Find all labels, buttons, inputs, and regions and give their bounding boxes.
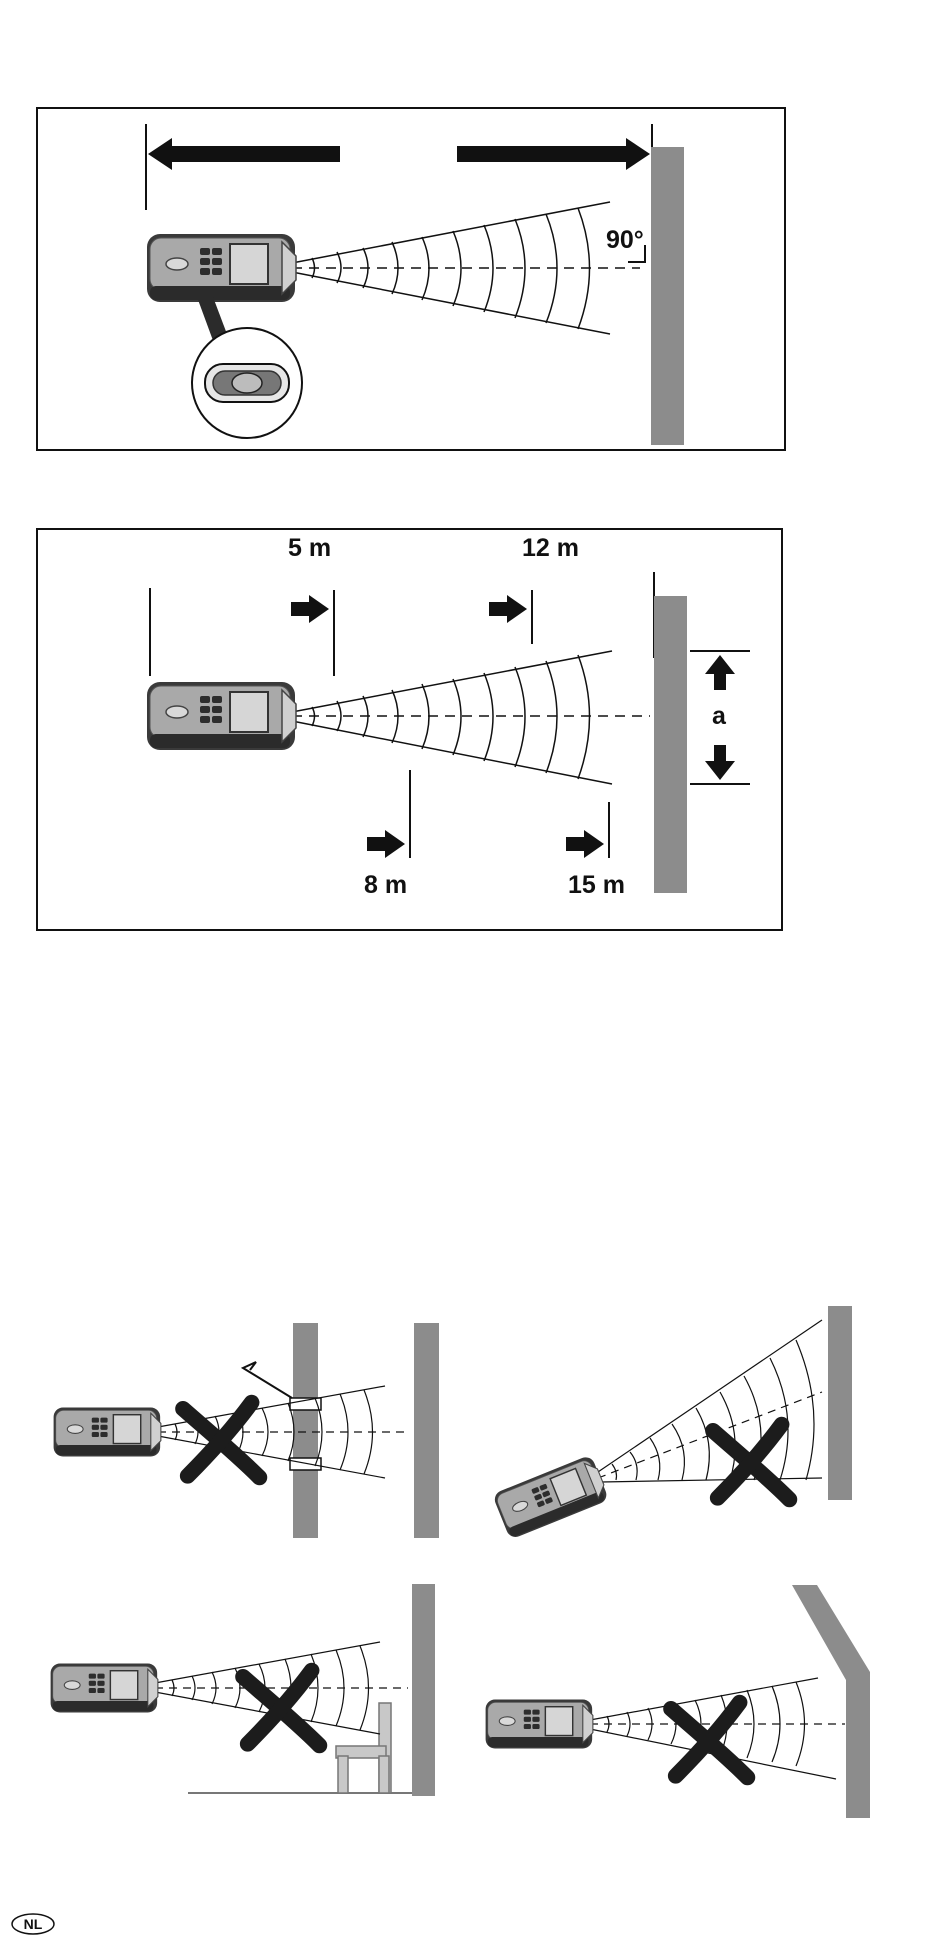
device-icon <box>486 1700 593 1749</box>
cross-icon <box>183 1403 259 1478</box>
wall <box>412 1584 435 1796</box>
sensor-beam <box>595 1320 822 1482</box>
figure-3-obstacle <box>54 1323 439 1538</box>
wall <box>654 596 687 893</box>
device-icon <box>492 1454 610 1540</box>
wall <box>828 1306 852 1500</box>
arrow-right-icon <box>489 595 527 623</box>
distance-label-15m: 15 m <box>568 871 625 899</box>
device-icon <box>147 234 296 302</box>
figure-5-furniture <box>51 1584 435 1796</box>
arrow-up-icon <box>705 655 735 690</box>
cross-icon <box>243 1671 319 1746</box>
cross-icon <box>713 1425 789 1500</box>
distance-label-8m: 8 m <box>364 871 407 899</box>
chair-obstacle <box>336 1703 391 1793</box>
bent-wall <box>792 1585 870 1818</box>
arrow-right-icon <box>367 830 405 858</box>
distance-label-5m: 5 m <box>288 534 331 562</box>
device-icon <box>51 1664 158 1713</box>
wall <box>651 147 684 445</box>
arrow-left-icon <box>148 138 340 170</box>
spread-label: a <box>712 702 727 730</box>
figure-6-bent-wall <box>486 1585 870 1818</box>
device-icon <box>54 1408 161 1457</box>
arrow-right-icon <box>457 138 650 170</box>
language-badge: NL <box>12 1914 54 1934</box>
spread-indicator: a <box>690 651 750 784</box>
partition-wall <box>293 1323 318 1538</box>
bubble-level-icon <box>205 364 289 402</box>
angle-label: 90° <box>606 226 644 254</box>
cross-icon <box>671 1703 747 1778</box>
figure-1-alignment: 90° <box>37 108 785 450</box>
wall <box>414 1323 439 1538</box>
language-badge-text: NL <box>24 1916 43 1932</box>
device-icon <box>147 682 296 750</box>
arrow-right-icon <box>291 595 329 623</box>
arrow-down-icon <box>705 745 735 780</box>
figure-2-range: 5 m 12 m 8 m 15 m a <box>37 529 782 930</box>
figure-4-angled <box>492 1306 852 1540</box>
arrow-right-icon <box>566 830 604 858</box>
sensor-beam <box>292 651 650 784</box>
sensor-beam <box>292 202 640 334</box>
distance-label-12m: 12 m <box>522 534 579 562</box>
